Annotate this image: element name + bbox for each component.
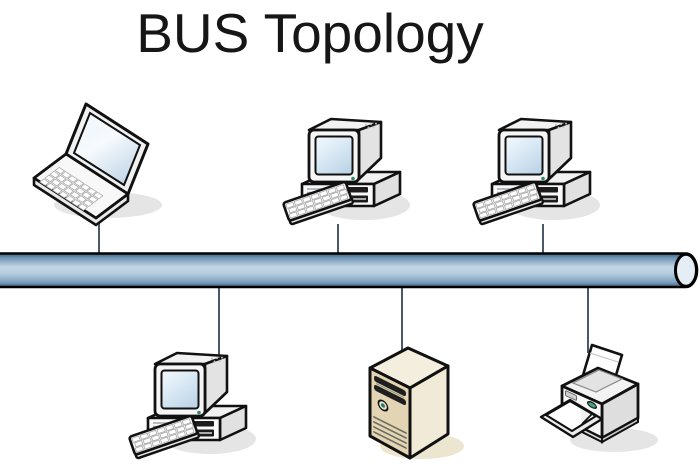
connector-lines	[98, 222, 589, 366]
server-tower-icon	[368, 346, 466, 461]
bus-cable-end-cap	[674, 252, 698, 288]
diagram-title: BUS Topology	[136, 2, 484, 64]
bus-cable	[0, 252, 699, 289]
desktop-computer-icon-bottom-left	[127, 351, 258, 461]
desktop-computer-icon-top-center	[281, 117, 412, 227]
laptop-icon	[32, 102, 164, 227]
printer-icon	[539, 343, 660, 454]
desktop-computer-icon-top-right	[471, 117, 602, 227]
